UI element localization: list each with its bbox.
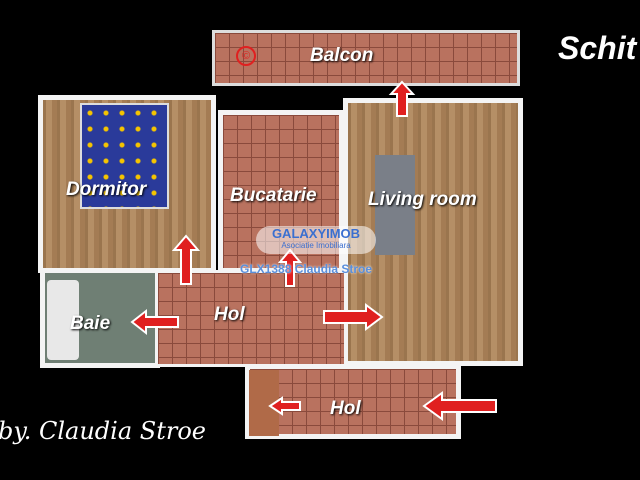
living-label: Living room (368, 189, 477, 210)
credit: by. Claudia Stroe (0, 417, 206, 445)
bucatarie-label: Bucatarie (230, 185, 317, 206)
arrow-left-baie (130, 308, 179, 336)
arrow-left-hol (422, 391, 497, 421)
arrow-up-bucatarie (277, 248, 303, 287)
dormitor-label: Dormitor (66, 179, 147, 200)
hol-lower-label: Hol (330, 398, 361, 419)
arrow-up-dormitor (171, 234, 201, 285)
copyright-icon: © (236, 46, 256, 66)
watermark-tagline: Asociatie Imobiliara (281, 241, 351, 250)
arrow-left-door (268, 396, 301, 416)
room-balcon (212, 30, 520, 86)
hol-label: Hol (214, 304, 245, 325)
watermark-brand: GALAXYIMOB (271, 226, 361, 241)
watermark-code: GLX1388 Claudia Stroe (240, 262, 373, 276)
arrow-up-balcon (388, 80, 416, 117)
bed (80, 103, 169, 209)
arrow-right-living (323, 303, 384, 331)
balcon-label: Balcon (310, 45, 374, 66)
baie-label: Baie (70, 313, 111, 334)
sofa (375, 155, 415, 255)
watermark-logo: GALAXYIMOB Asociatie Imobiliara (256, 226, 376, 254)
room-hol (155, 270, 347, 367)
bathtub (47, 280, 79, 360)
page-title: Schit (558, 30, 637, 66)
